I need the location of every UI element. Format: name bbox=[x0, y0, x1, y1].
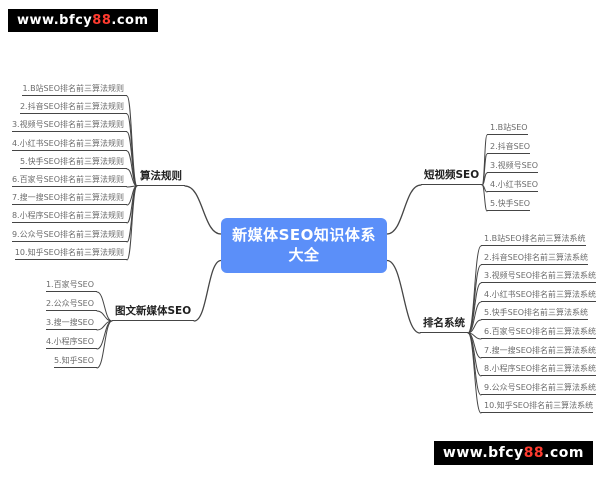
leaf-ranking-system-7: 7.搜一搜SEO排名前三算法系统 bbox=[481, 345, 597, 358]
leaf-algorithm-rules-9: 9.公众号SEO排名前三算法规则 bbox=[11, 229, 127, 242]
leaf-ranking-system-5: 5.快手SEO排名前三算法系统 bbox=[481, 307, 589, 320]
leaf-image-text-newmedia-seo-1: 1.百家号SEO bbox=[45, 279, 97, 292]
leaf-ranking-system-1: 1.B站SEO排名前三算法系统 bbox=[481, 233, 586, 246]
leaf-short-video-seo-3: 3.视频号SEO bbox=[487, 160, 539, 173]
leaf-algorithm-rules-3: 3.视频号SEO排名前三算法规则 bbox=[11, 119, 127, 132]
leaf-algorithm-rules-6: 6.百家号SEO排名前三算法规则 bbox=[11, 174, 127, 187]
leaf-ranking-system-10: 10.知乎SEO排名前三算法系统 bbox=[481, 400, 594, 413]
branch-ranking-system: 排名系统 bbox=[420, 315, 468, 333]
watermark-highlight: 88 bbox=[92, 13, 112, 28]
branch-image-text-newmedia-seo: 图文新媒体SEO bbox=[112, 303, 195, 321]
leaf-image-text-newmedia-seo-5: 5.知乎SEO bbox=[53, 355, 97, 368]
leaf-ranking-system-8: 8.小程序SEO排名前三算法系统 bbox=[481, 363, 597, 376]
watermark-top-left: www.bfcy88.com bbox=[8, 9, 158, 32]
leaf-ranking-system-6: 6.百家号SEO排名前三算法系统 bbox=[481, 326, 597, 339]
leaf-algorithm-rules-2: 2.抖音SEO排名前三算法规则 bbox=[19, 101, 127, 114]
leaf-image-text-newmedia-seo-2: 2.公众号SEO bbox=[45, 298, 97, 311]
leaf-algorithm-rules-5: 5.快手SEO排名前三算法规则 bbox=[19, 156, 127, 169]
leaf-short-video-seo-2: 2.抖音SEO bbox=[487, 141, 531, 154]
leaf-short-video-seo-4: 4.小红书SEO bbox=[487, 179, 539, 192]
leaf-image-text-newmedia-seo-3: 3.搜一搜SEO bbox=[45, 317, 97, 330]
leaf-short-video-seo-5: 5.快手SEO bbox=[487, 198, 531, 211]
watermark-suffix: .com bbox=[544, 445, 584, 461]
watermark-prefix: www.bfcy bbox=[442, 445, 524, 461]
leaf-algorithm-rules-10: 10.知乎SEO排名前三算法规则 bbox=[14, 247, 127, 260]
leaf-algorithm-rules-1: 1.B站SEO排名前三算法规则 bbox=[22, 83, 127, 96]
leaf-image-text-newmedia-seo-4: 4.小程序SEO bbox=[45, 336, 97, 349]
watermark-bottom-right: www.bfcy88.com bbox=[433, 441, 593, 465]
watermark-highlight: 88 bbox=[523, 445, 545, 461]
leaf-ranking-system-2: 2.抖音SEO排名前三算法系统 bbox=[481, 252, 589, 265]
watermark-suffix: .com bbox=[111, 13, 149, 28]
leaf-ranking-system-4: 4.小红书SEO排名前三算法系统 bbox=[481, 289, 597, 302]
branch-short-video-seo: 短视频SEO bbox=[421, 167, 483, 185]
leaf-ranking-system-3: 3.视频号SEO排名前三算法系统 bbox=[481, 270, 597, 283]
leaf-algorithm-rules-8: 8.小程序SEO排名前三算法规则 bbox=[11, 210, 127, 223]
leaf-algorithm-rules-7: 7.搜一搜SEO排名前三算法规则 bbox=[11, 192, 127, 205]
watermark-prefix: www.bfcy bbox=[17, 13, 93, 28]
branch-algorithm-rules: 算法规则 bbox=[137, 168, 185, 186]
leaf-algorithm-rules-4: 4.小红书SEO排名前三算法规则 bbox=[11, 138, 127, 151]
leaf-ranking-system-9: 9.公众号SEO排名前三算法系统 bbox=[481, 382, 597, 395]
central-topic: 新媒体SEO知识体系大全 bbox=[221, 218, 387, 273]
leaf-short-video-seo-1: 1.B站SEO bbox=[487, 122, 528, 135]
